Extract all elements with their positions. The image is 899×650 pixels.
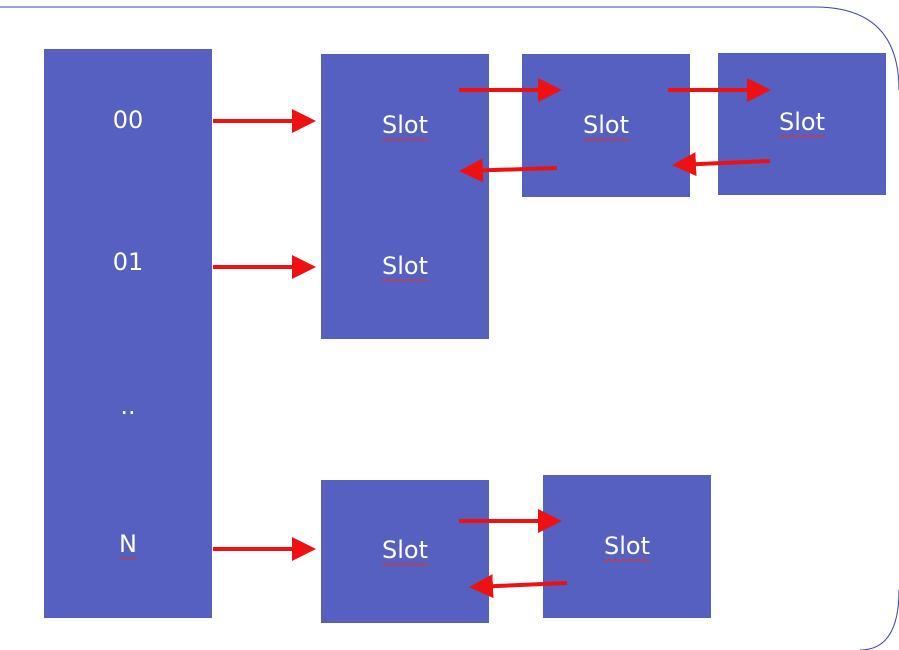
table-entry-00: 00 [112, 106, 144, 134]
slot-box-rowN-b [543, 475, 711, 618]
slot-box-row1-c [718, 53, 886, 195]
table-entry-n: N [119, 530, 137, 558]
slot-label: Slot [604, 532, 650, 560]
slot-label: Slot [583, 111, 629, 139]
arrow-prev [469, 574, 568, 599]
slot-label: Slot [382, 536, 428, 564]
table-entry-ellipsis: .. [120, 392, 136, 420]
slot-box-rowN-a [321, 480, 489, 623]
arrow-prev [459, 158, 558, 183]
arrow-prev [672, 152, 771, 177]
slot-label: Slot [779, 108, 825, 136]
slot-label: Slot [382, 252, 428, 280]
hash-table [44, 49, 212, 618]
slot-box-row1-b [522, 54, 690, 197]
table-entry-01: 01 [112, 248, 144, 276]
slot-box-row1-a [321, 54, 489, 339]
slot-label: Slot [382, 111, 428, 139]
